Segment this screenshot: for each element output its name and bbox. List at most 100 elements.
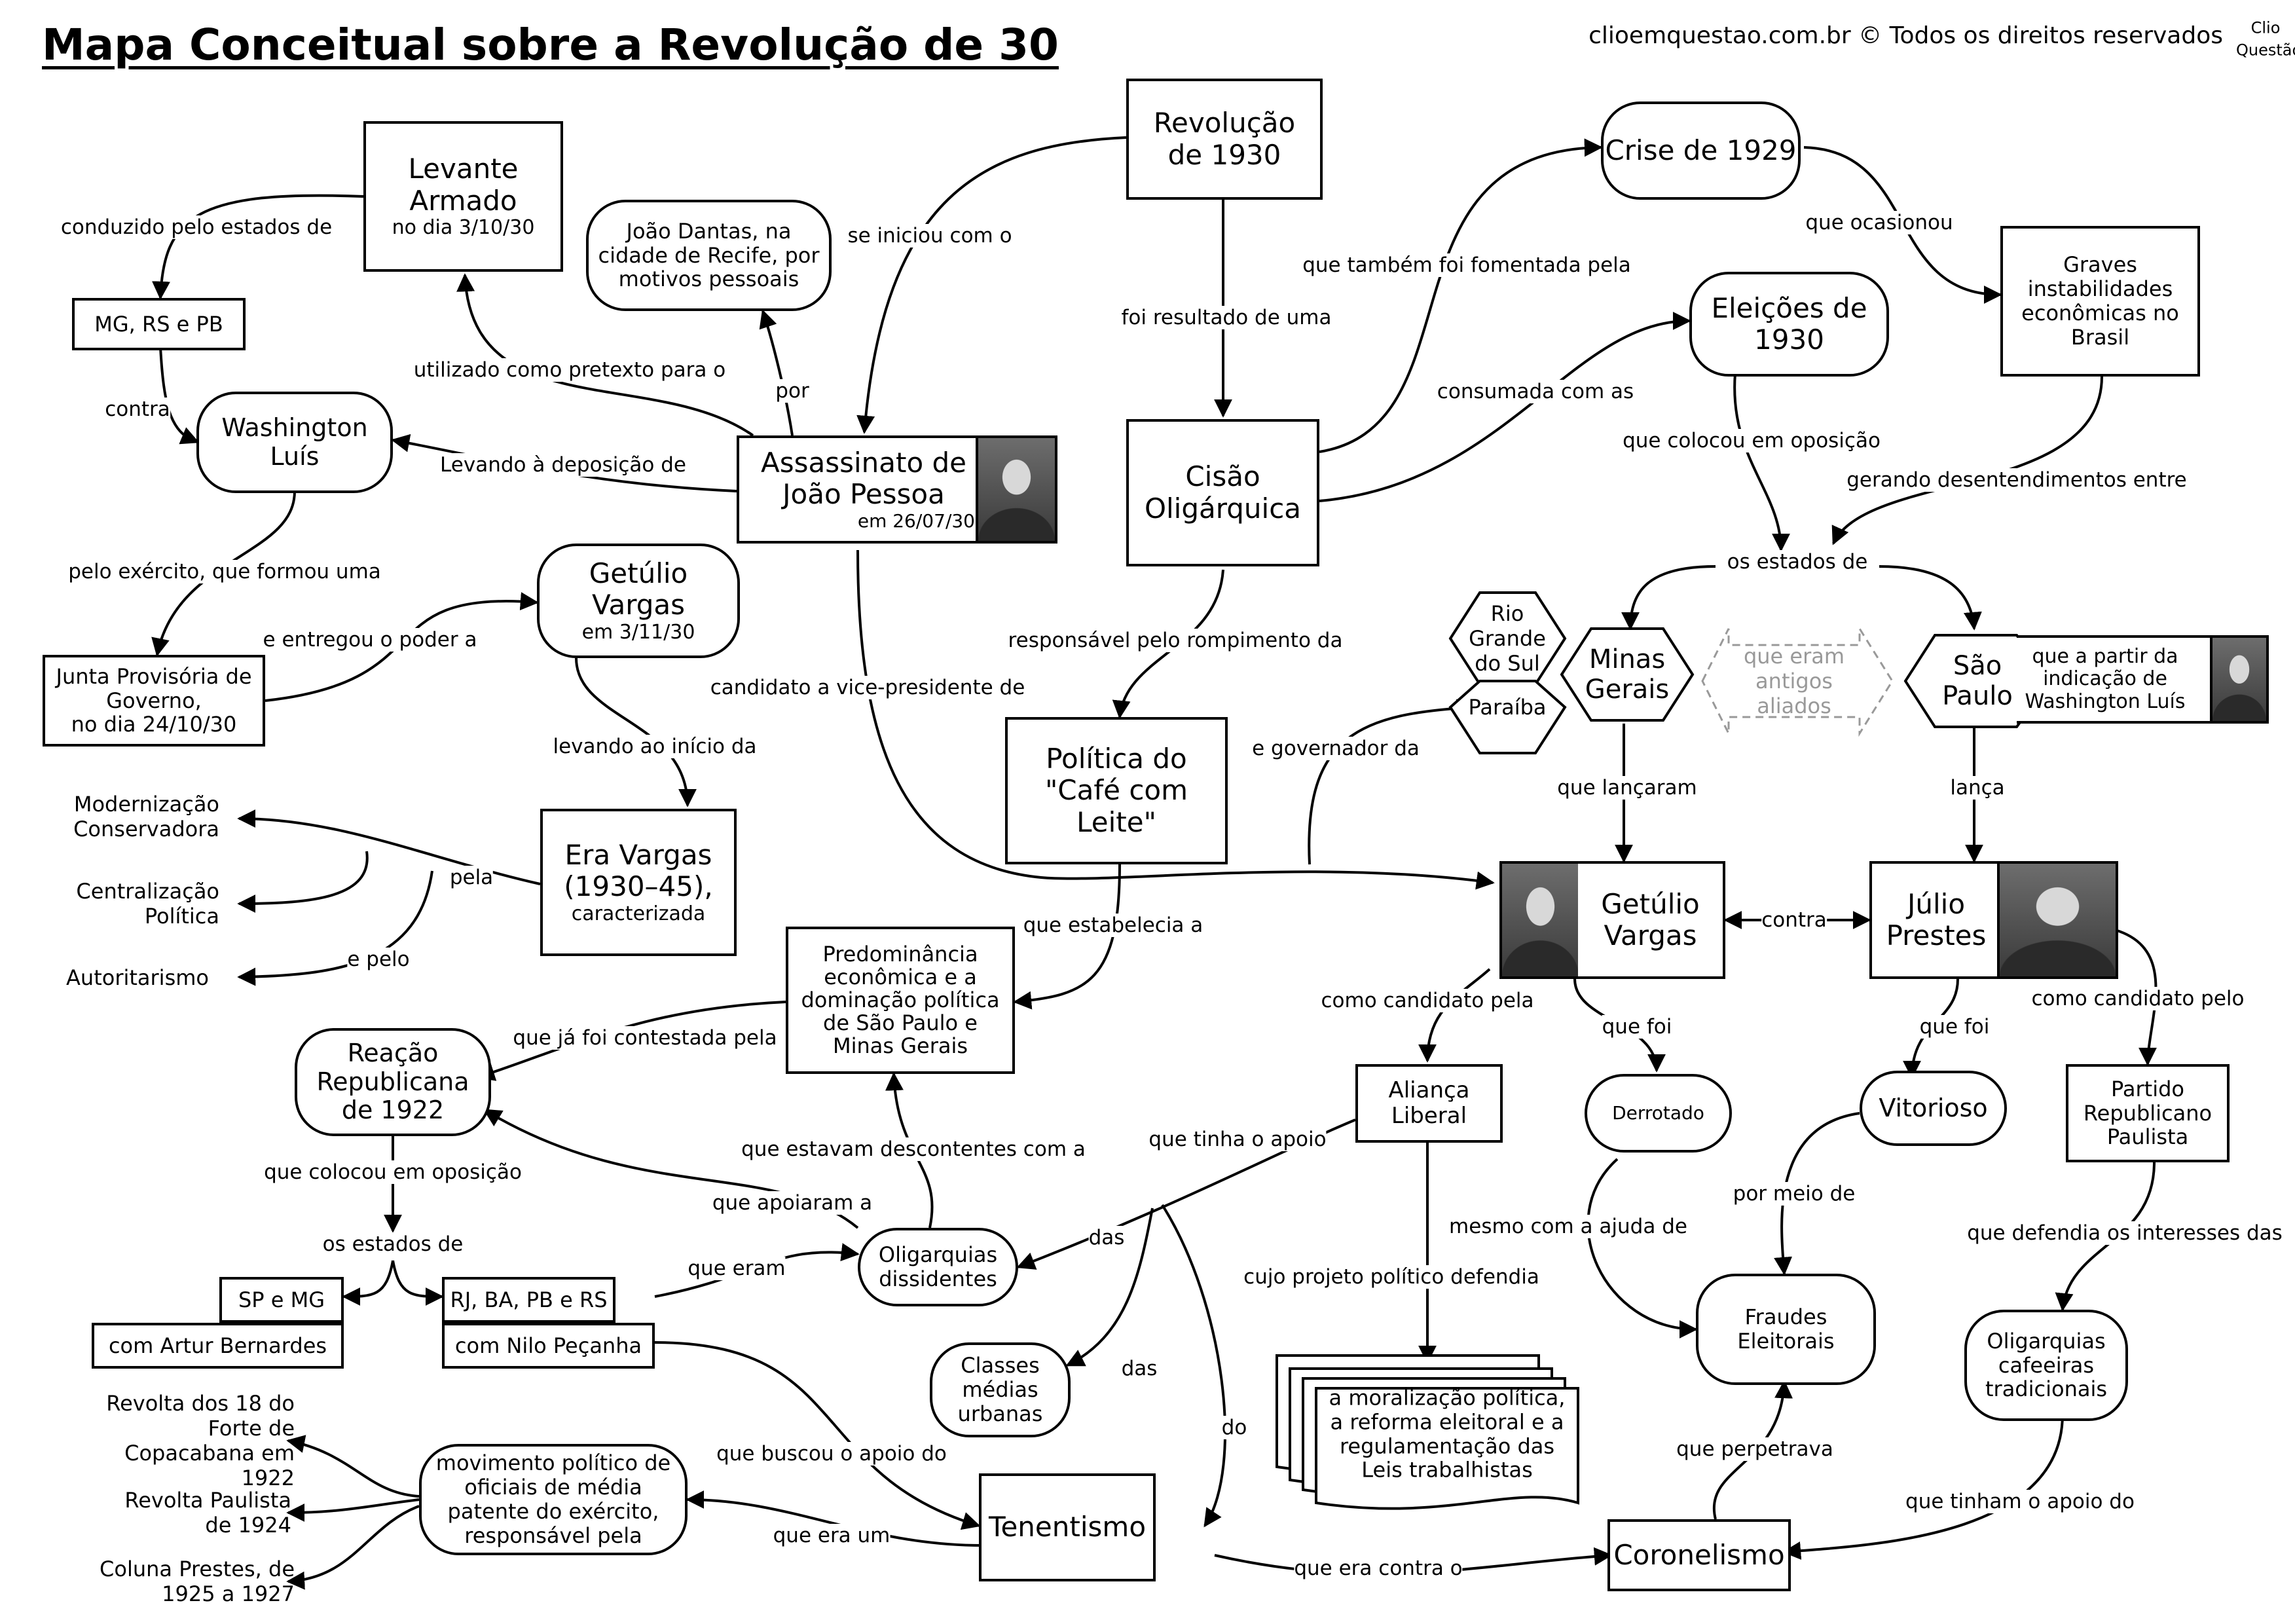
label-tinham-apoio: que tinham o apoio do	[1905, 1490, 2135, 1513]
label-das1: das	[1088, 1226, 1125, 1249]
node-getulio2: Getúlio Vargas	[1578, 861, 1725, 979]
edge-assassinato-getulio2	[856, 549, 1495, 890]
label-e-pelo: e pelo	[347, 948, 410, 971]
getulio-vargas-photo	[1499, 861, 1581, 979]
junta-title: Junta Provisória de Governo,	[56, 663, 252, 713]
label-consumada: consumada com as	[1437, 380, 1634, 403]
label-colocou-oposicao: que colocou em oposição	[1623, 429, 1881, 452]
label-estados-de: os estados de	[1727, 550, 1868, 574]
node-cisao: Cisão Oligárquica	[1126, 419, 1319, 566]
edge-politica-predominancia	[1013, 864, 1121, 1010]
getulio-title: Getúlio Vargas	[589, 557, 688, 621]
label-por: por	[775, 379, 809, 403]
label-mesmo-ajuda: mesmo com a ajuda de	[1449, 1215, 1687, 1238]
node-artur: com Artur Bernardes	[92, 1323, 344, 1369]
edge-movimento-paulista	[286, 1498, 420, 1522]
clio-logo: Clio Questão	[2236, 18, 2295, 59]
label-levando-inicio: levando ao início da	[553, 735, 757, 758]
edge-era-centralizacao	[237, 851, 369, 913]
label-candidato-pelo: como candidato pelo	[2031, 987, 2245, 1010]
label-estados-de2: os estados de	[322, 1232, 464, 1256]
edge-assassinato-levante	[456, 273, 754, 437]
getulio-date: em 3/11/30	[581, 620, 695, 644]
label-candidato-vice: candidato a vice-presidente de	[710, 676, 1025, 699]
label-lancaram: que lançaram	[1557, 776, 1697, 800]
edge-alianca-classes	[1065, 1208, 1154, 1367]
label-que-eram: que eram	[688, 1257, 786, 1280]
levante-date: no dia 3/10/30	[392, 216, 535, 240]
edge-estados2-spmg	[342, 1260, 394, 1306]
hex-minas	[1560, 627, 1695, 722]
edge-movimento-revolta18	[286, 1435, 420, 1498]
label-que-foi2: que foi	[1919, 1015, 1990, 1039]
edge-movimento-coluna	[286, 1505, 420, 1590]
node-classes: Classes médias urbanas	[930, 1342, 1071, 1437]
edge-revolucao-assassinato	[856, 136, 1127, 434]
edge-nilo-tenentismo	[654, 1341, 981, 1530]
node-sao-paulo: São Paulo	[1942, 651, 2013, 711]
edge-estados-saopaulo	[1879, 565, 1982, 631]
label-levando-deposicao: Levando à deposição de	[440, 453, 686, 477]
label-das2: das	[1121, 1357, 1158, 1380]
node-mg-rs-pb: MG, RS e PB	[72, 298, 246, 350]
label-que-era-um: que era um	[773, 1524, 890, 1547]
edge-derrotado-fraudes	[1587, 1158, 1698, 1338]
label-responsavel: responsável pelo rompimento da	[1008, 629, 1343, 652]
label-estabelecia: que estabelecia a	[1023, 913, 1203, 937]
label-colocou-oposicao2: que colocou em oposição	[264, 1160, 522, 1184]
edge-assassinato-dantas	[759, 309, 794, 436]
label-fomentada: que também foi fomentada pela	[1302, 253, 1631, 277]
node-era-vargas: Era Vargas (1930–45), caracterizada	[540, 809, 737, 956]
edge-estados2-rjba	[392, 1260, 444, 1306]
node-graves: Graves instabilidades econômicas no Bras…	[2000, 226, 2200, 377]
label-apoiaram: que apoiaram a	[712, 1191, 873, 1215]
node-levante: Levante Armado no dia 3/10/30	[363, 121, 563, 272]
label-lanca: lança	[1950, 776, 2005, 800]
node-revolta-paulista: Revolta Paulista de 1924	[124, 1488, 291, 1538]
label-projeto: cujo projeto político defendia	[1243, 1265, 1539, 1289]
assassinato-date: em 26/07/30	[857, 509, 975, 532]
node-alianca: Aliança Liberal	[1355, 1064, 1503, 1143]
label-que-foi1: que foi	[1602, 1015, 1672, 1039]
junta-date: no dia 24/10/30	[71, 712, 237, 737]
node-oligarquias-cafeeiras: Oligarquias cafeeiras tradicionais	[1964, 1310, 2128, 1421]
label-do: do	[1221, 1416, 1247, 1439]
edge-levante-mgrspb	[152, 194, 364, 300]
edge-getulio2-alianca	[1418, 968, 1491, 1063]
label-contra2: contra	[1761, 908, 1827, 932]
node-crise: Crise de 1929	[1601, 101, 1801, 200]
node-vitorioso: Vitorioso	[1860, 1071, 2007, 1146]
label-entregou: e entregou o poder a	[263, 628, 477, 652]
label-utilizado: utilizado como pretexto para o	[413, 358, 726, 382]
edge-getulio2-paraiba	[1308, 699, 1475, 865]
label-foi-resultado: foi resultado de uma	[1121, 306, 1332, 329]
header-credit: clioemquestao.com.br © Todos os direitos…	[1588, 22, 2223, 49]
node-junta: Junta Provisória de Governo, no dia 24/1…	[43, 655, 265, 747]
julio-prestes-photo	[1997, 861, 2118, 979]
node-paraiba: Paraíba	[1468, 695, 1547, 720]
label-por-meio: por meio de	[1733, 1182, 1856, 1206]
label-pelo-exercito: pelo exército, que formou uma	[68, 560, 381, 583]
node-nilo: com Nilo Peçanha	[442, 1323, 655, 1369]
node-coluna: Coluna Prestes, de 1925 a 1927	[100, 1557, 295, 1606]
label-tinha-apoio: que tinha o apoio	[1148, 1128, 1327, 1151]
node-autoritarismo: Autoritarismo	[66, 965, 209, 990]
label-gerando: gerando desentendimentos entre	[1846, 468, 2187, 492]
label-defendia-interesses: que defendia os interesses das	[1967, 1221, 2283, 1245]
node-sp-mg: SP e MG	[219, 1277, 344, 1323]
node-predominancia: Predominância econômica e a dominação po…	[786, 927, 1015, 1074]
node-eleicoes: Eleições de 1930	[1689, 272, 1889, 377]
edge-tenentismo-movimento	[686, 1490, 983, 1547]
node-rj-ba: RJ, BA, PB e RS	[442, 1277, 615, 1323]
edge-era-modernizacao	[237, 809, 541, 885]
era-title: Era Vargas (1930–45),	[564, 838, 713, 903]
aliados-arrow	[1701, 625, 1894, 737]
node-julio: Júlio Prestes	[1869, 861, 2000, 979]
node-joao-dantas: João Dantas, na cidade de Recife, por mo…	[586, 200, 832, 311]
node-reacao: Reação Republicana de 1922	[295, 1028, 491, 1136]
node-coronelismo: Coronelismo	[1607, 1519, 1791, 1591]
label-perpetrava: que perpetrava	[1676, 1437, 1833, 1461]
node-derrotado: Derrotado	[1585, 1074, 1732, 1153]
edge-graves-estados	[1831, 376, 2103, 545]
doc-front	[1315, 1387, 1579, 1510]
